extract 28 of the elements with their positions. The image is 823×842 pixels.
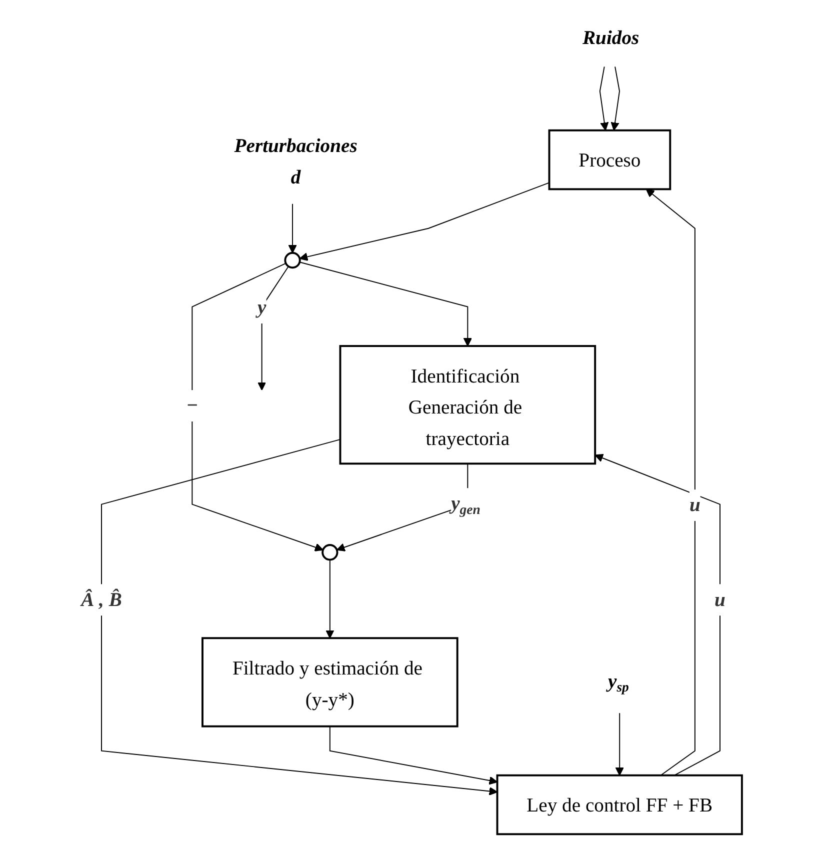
edge-label: u: [689, 494, 700, 516]
edge-label: −: [186, 395, 198, 417]
node-box: [202, 637, 458, 728]
node-text: y$_{sp}$: [608, 670, 629, 696]
node-circle: [284, 252, 301, 269]
edge-label: y: [257, 297, 266, 319]
arrow: [192, 262, 324, 552]
arrow: [288, 203, 297, 254]
edge-label: Â , B̂: [81, 589, 122, 611]
node-text: d: [290, 166, 301, 188]
arrow: [299, 182, 550, 261]
arrow: [615, 712, 624, 776]
node-box: [548, 129, 672, 190]
node-box: [339, 345, 596, 465]
arrow: [610, 66, 620, 131]
edge-label: y$_{gen}$: [451, 493, 480, 518]
arrow: [594, 454, 720, 776]
node-label: Perturbaciones: [234, 135, 358, 157]
arrow: [329, 726, 498, 785]
arrow: [326, 559, 334, 638]
arrow: [101, 438, 498, 796]
node-box: [496, 774, 743, 836]
edge-label: u: [714, 589, 726, 611]
node-circle: [322, 544, 338, 561]
node-text: Ruidos: [582, 27, 640, 50]
arrow: [646, 188, 696, 776]
arrow: [299, 262, 472, 346]
arrow: [599, 66, 609, 131]
